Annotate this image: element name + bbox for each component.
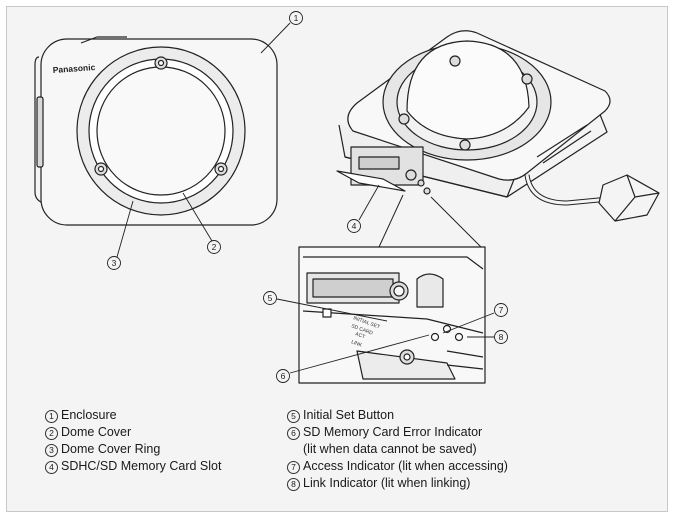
legend-num: 2: [45, 427, 58, 440]
callout-4: 4: [347, 219, 361, 233]
figure-frame: Panasonic INITIAL SET SD CARD ACT LINK 1…: [6, 6, 668, 512]
legend-num: 4: [45, 461, 58, 474]
legend-text: Initial Set Button: [303, 408, 395, 422]
legend-num: 5: [287, 410, 300, 423]
camera-illustration: Panasonic INITIAL SET SD CARD ACT LINK 1…: [34, 11, 660, 384]
link-led: [454, 332, 464, 342]
callout-7-number: 7: [499, 305, 504, 315]
sd-error-led: [430, 332, 440, 342]
legend-text: SDHC/SD Memory Card Slot: [61, 459, 222, 473]
callout-2: 2: [207, 240, 221, 254]
legend-text: Enclosure: [61, 408, 117, 422]
board-label-link: LINK: [350, 339, 363, 349]
legend-num: 6: [287, 427, 300, 440]
rear-camera: [336, 30, 660, 248]
legend-subtext: (lit when data cannot be saved): [303, 442, 477, 456]
legend-num: 8: [287, 478, 300, 491]
rear-dome: [406, 40, 530, 140]
callout-3-number: 3: [112, 258, 117, 268]
ring-screws: [94, 56, 228, 176]
legend-text: SD Memory Card Error Indicator: [303, 425, 483, 439]
callout-1-number: 1: [294, 13, 299, 23]
callout-6: 6: [276, 369, 290, 383]
callout-1: 1: [289, 11, 303, 25]
callout-7: 7: [494, 303, 508, 317]
callout-3: 3: [107, 256, 121, 270]
callout-4-number: 4: [352, 221, 357, 231]
legend-text: Dome Cover Ring: [61, 442, 161, 456]
callout-5: 5: [263, 291, 277, 305]
callout-6-number: 6: [281, 371, 286, 381]
board-label-act: ACT: [354, 331, 365, 340]
legend-num: 1: [45, 410, 58, 423]
callout-8: 8: [494, 330, 508, 344]
legend-item-sd-error-note: (lit when data cannot be saved): [287, 441, 508, 458]
callout-5-number: 5: [268, 293, 273, 303]
front-camera: [34, 36, 278, 226]
legend-text: Access Indicator (lit when accessing): [303, 459, 508, 473]
callout-8-number: 8: [499, 332, 504, 342]
detail-inset: [298, 246, 486, 384]
legend-num: 7: [287, 461, 300, 474]
legend-text: Link Indicator (lit when linking): [303, 476, 471, 490]
legend-num: 3: [45, 444, 58, 457]
legend-text: Dome Cover: [61, 425, 132, 439]
leader-lines: [116, 22, 495, 374]
callouts: 1 2 3 4 5 6 7: [107, 11, 508, 383]
callout-2-number: 2: [212, 242, 217, 252]
brand-logo-text: Panasonic: [52, 62, 95, 75]
dome-cover: [96, 66, 226, 196]
